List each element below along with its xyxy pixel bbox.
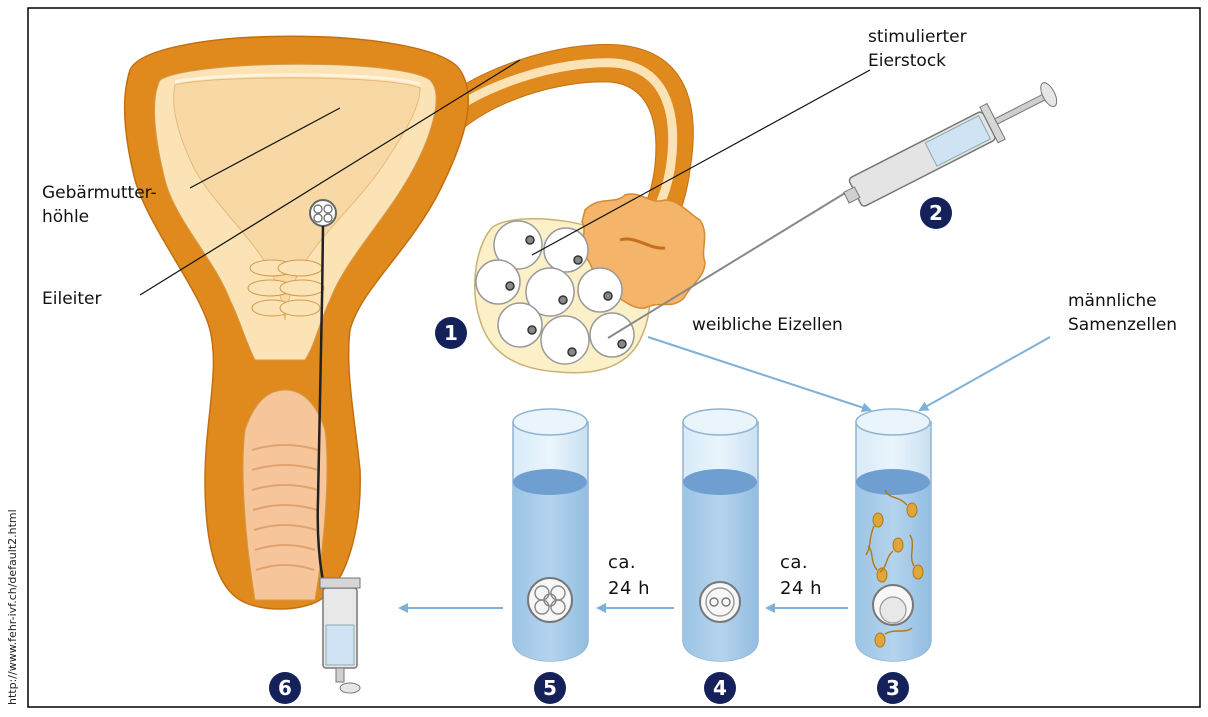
step-badge-3: 3	[877, 672, 909, 704]
label-time-a-line1: ca.	[608, 552, 636, 573]
ovary-illustration	[475, 194, 705, 373]
transfer-syringe	[320, 578, 360, 693]
label-time-b-line2: 24 h	[780, 578, 822, 599]
label-ovary-line1: stimulierter	[868, 27, 967, 47]
svg-text:4: 4	[713, 676, 727, 700]
step-badge-2: 2	[920, 197, 952, 229]
svg-text:5: 5	[543, 676, 557, 700]
step-badge-6: 6	[269, 672, 301, 704]
svg-text:2: 2	[929, 201, 943, 225]
label-tube: Eileiter	[42, 289, 101, 309]
step-badge-4: 4	[704, 672, 736, 704]
step-badge-1: 1	[435, 317, 467, 349]
label-ovary-line2: Eierstock	[868, 51, 946, 71]
test-tube-4	[683, 409, 758, 661]
svg-text:1: 1	[444, 321, 458, 345]
label-time-a-line2: 24 h	[608, 578, 650, 599]
label-eggs: weibliche Eizellen	[692, 315, 843, 335]
svg-text:3: 3	[886, 676, 900, 700]
test-tube-3	[856, 409, 931, 661]
test-tube-5	[513, 409, 588, 661]
label-sperm-line2: Samenzellen	[1068, 315, 1177, 335]
step-badge-5: 5	[534, 672, 566, 704]
svg-text:6: 6	[278, 676, 292, 700]
label-sperm-line1: männliche	[1068, 291, 1157, 311]
label-cavity-line2: höhle	[42, 207, 89, 227]
label-time-b-line1: ca.	[780, 552, 808, 573]
source-url: http://www.fehr-ivf.ch/default2.html	[6, 509, 19, 705]
label-cavity-line1: Gebärmutter-	[42, 183, 157, 203]
